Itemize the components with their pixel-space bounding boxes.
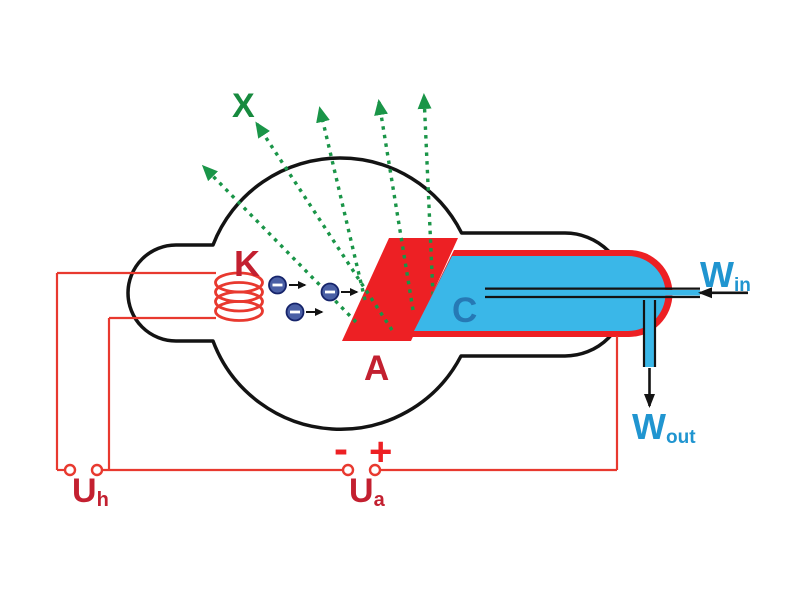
xray-label: X <box>232 87 255 125</box>
terminal <box>90 463 104 477</box>
coolant-label: C <box>452 291 477 330</box>
minus-label: - <box>334 425 348 472</box>
terminal <box>63 463 77 477</box>
circuit-terminals <box>63 463 382 477</box>
electron <box>268 275 287 295</box>
electron <box>320 282 340 302</box>
cathode-filament-coil <box>214 271 264 322</box>
electron-minus-icon <box>272 283 283 287</box>
terminal <box>341 463 355 477</box>
anode-voltage-label: Ua <box>349 472 386 511</box>
water-inlet-pipe <box>485 287 700 299</box>
circuit-wiring <box>55 271 619 472</box>
anode-plate <box>342 238 458 341</box>
water-in-label: Win <box>700 254 751 296</box>
xray-arrow <box>417 93 435 296</box>
xray-arrow <box>316 106 367 301</box>
electron <box>285 302 305 322</box>
electron-minus-icon <box>290 310 300 314</box>
terminal <box>368 463 382 477</box>
coil-turn <box>214 300 264 322</box>
electron-minus-icon <box>325 290 335 294</box>
plus-label: + <box>369 430 392 474</box>
xray-arrow <box>374 99 415 311</box>
water-out-label: Wout <box>632 406 696 448</box>
xray-arrow <box>255 121 394 331</box>
water-outlet-pipe <box>642 300 657 367</box>
cathode-label: K <box>234 243 260 284</box>
coil-turn <box>214 290 264 313</box>
electron-beam <box>268 275 359 322</box>
heater-voltage-label: Uh <box>72 472 109 511</box>
anode-label: A <box>364 349 389 388</box>
